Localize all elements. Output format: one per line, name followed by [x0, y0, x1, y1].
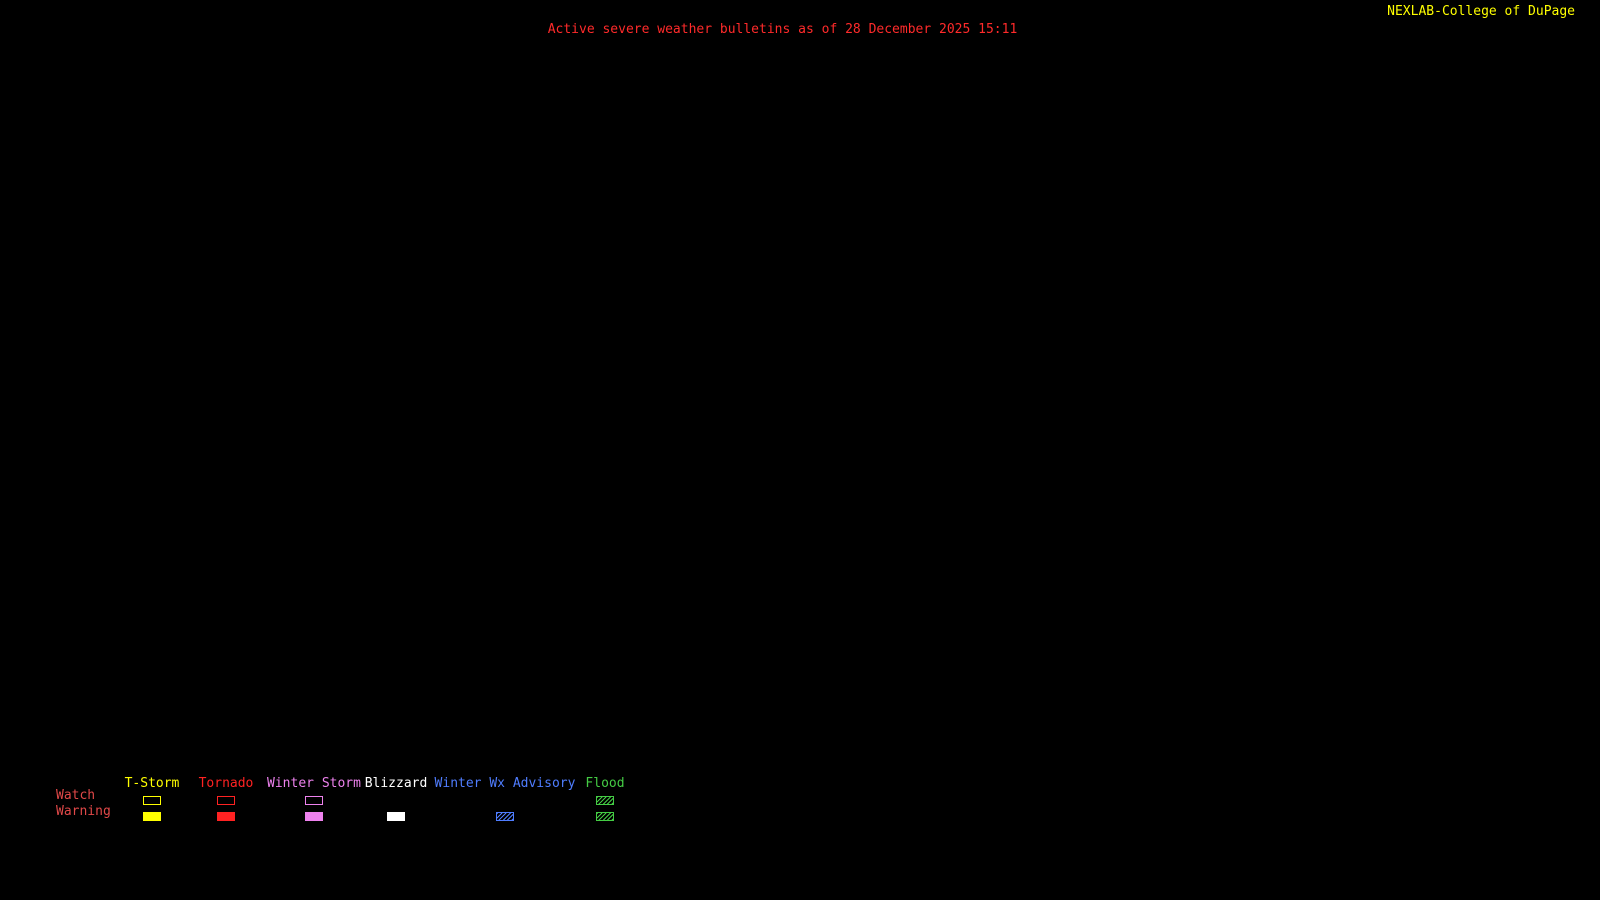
brand: NEXLAB-College of DuPage	[1387, 4, 1592, 19]
warning-swatch	[217, 811, 235, 821]
warning-swatch	[143, 811, 161, 821]
watch-swatch	[217, 795, 235, 805]
legend-column-blizzard: Blizzard	[296, 776, 496, 824]
watch-swatch	[143, 795, 161, 805]
legend-category-label: Winter Wx Advisory	[434, 776, 576, 791]
legend-category-label: Blizzard	[364, 776, 428, 791]
legend-column-tstorm: T-Storm	[52, 776, 252, 824]
legend-column-winter-wx-advisory: Winter Wx Advisory	[405, 776, 605, 824]
legend-category-label: Tornado	[198, 776, 254, 791]
legend-category-label: Winter Storm	[267, 776, 361, 791]
legend-category-label: Flood	[585, 776, 625, 791]
watch-swatch	[305, 795, 323, 805]
cod-logo-icon	[1579, 5, 1592, 18]
legend-category-label: T-Storm	[124, 776, 180, 791]
warning-swatch	[305, 811, 323, 821]
watch-row-label: Watch	[56, 788, 96, 803]
legend-column-winter-storm: Winter Storm	[214, 776, 414, 824]
warning-row-label: Warning	[56, 804, 111, 819]
legend-column-flood: Flood	[505, 776, 705, 824]
legend-column-tornado: Tornado	[126, 776, 326, 824]
warning-swatch	[596, 811, 614, 821]
brand-label: NEXLAB-College of DuPage	[1387, 4, 1575, 19]
watch-swatch	[596, 795, 614, 805]
warning-swatch	[387, 811, 405, 821]
page-title: Active severe weather bulletins as of 28…	[547, 22, 1018, 37]
legend: Watch Warning T-Storm Tornado Winter Sto…	[0, 776, 760, 824]
warning-swatch	[496, 811, 514, 821]
